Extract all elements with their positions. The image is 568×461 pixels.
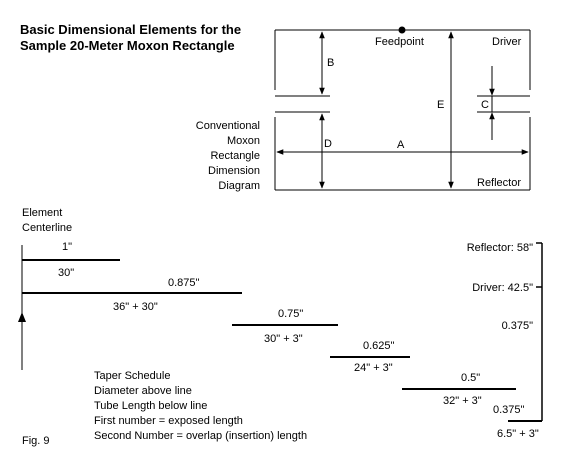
side-driver-length: Driver: 42.5": [472, 282, 533, 294]
label-e: E: [437, 99, 444, 111]
figure-number: Fig. 9: [22, 435, 50, 447]
legend-line-3: Tube Length below line: [94, 400, 207, 412]
label-c: C: [481, 99, 489, 111]
legend-line-2: Diameter above line: [94, 385, 192, 397]
caption-line-3: Rectangle: [210, 150, 260, 162]
caption-line-1: Conventional: [196, 120, 260, 132]
legend-line-4: First number = exposed length: [94, 415, 243, 427]
side-reflector-length: Reflector: 58": [467, 242, 533, 254]
reflector-element: [274, 117, 531, 191]
section-1-diameter: 1": [62, 241, 72, 253]
diagram-caption: Conventional Moxon Rectangle Dimension D…: [196, 120, 260, 192]
section-2-diameter: 0.875": [168, 277, 200, 289]
centerline-arrow-icon: [18, 312, 26, 322]
caption-line-4: Dimension: [208, 165, 260, 177]
section-3-diameter: 0.75": [278, 308, 303, 320]
section-1-length: 30": [58, 267, 74, 279]
section-4-length: 24" + 3": [354, 362, 393, 374]
centerline-heading: Centerline: [22, 222, 72, 234]
side-diameter: 0.375": [502, 320, 534, 332]
legend-line-5: Second Number = overlap (insertion) leng…: [94, 430, 307, 442]
label-a: A: [397, 139, 405, 151]
section-6-length: 6.5" + 3": [497, 428, 539, 440]
section-3-length: 30" + 3": [264, 333, 303, 345]
title-line-1: Basic Dimensional Elements for the: [20, 22, 241, 37]
element-heading: Element: [22, 207, 62, 219]
side-bracket: [536, 242, 543, 421]
taper-sections: [22, 259, 542, 422]
section-4-diameter: 0.625": [363, 340, 395, 352]
legend-line-1: Taper Schedule: [94, 370, 170, 382]
section-2-length: 36" + 30": [113, 301, 158, 313]
label-b: B: [327, 57, 334, 69]
feedpoint-dot: [398, 26, 406, 34]
section-6-diameter: 0.375": [493, 404, 525, 416]
feedpoint-label: Feedpoint: [375, 36, 424, 48]
reflector-label: Reflector: [477, 177, 521, 189]
caption-line-2: Moxon: [227, 135, 260, 147]
caption-line-5: Diagram: [218, 180, 260, 192]
label-d: D: [324, 138, 332, 150]
title-line-2: Sample 20-Meter Moxon Rectangle: [20, 38, 235, 53]
gap-extension-lines: [275, 95, 530, 113]
section-5-diameter: 0.5": [461, 372, 480, 384]
driver-label: Driver: [492, 36, 522, 48]
section-5-length: 32" + 3": [443, 395, 482, 407]
